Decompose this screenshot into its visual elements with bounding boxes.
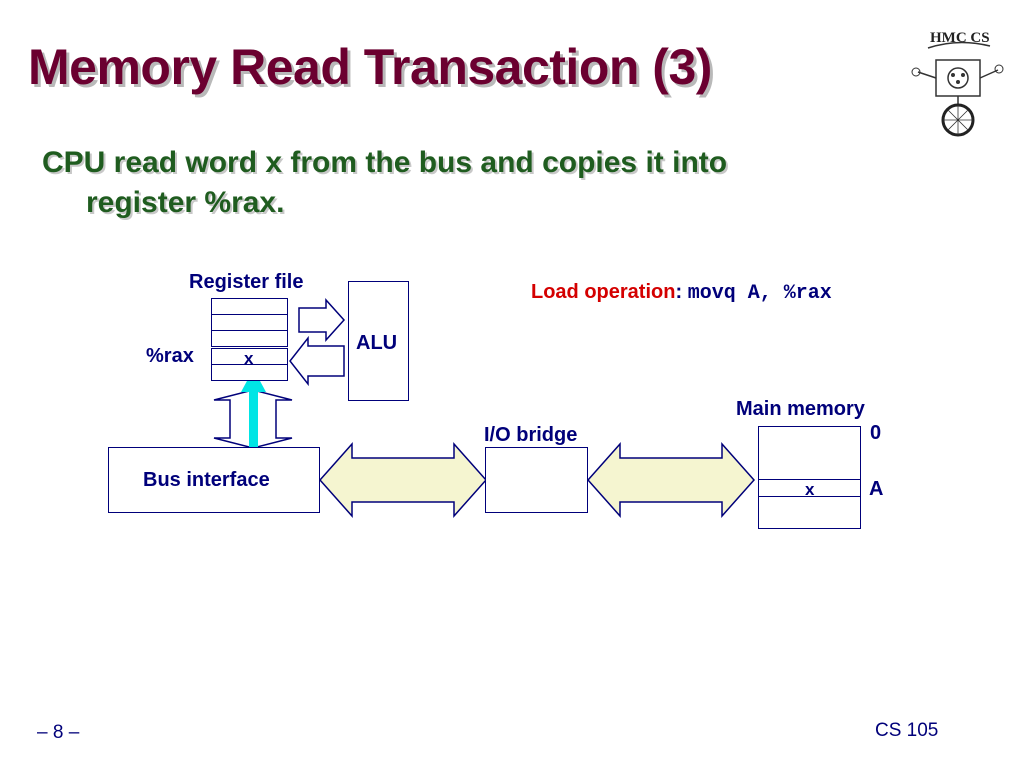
register-row	[211, 364, 288, 381]
register-file-label: Register file	[189, 271, 304, 293]
hmc-cs-logo: HMC CS	[911, 30, 1004, 137]
rax-value: x	[244, 349, 254, 368]
register-row	[211, 314, 288, 331]
load-operation-label: Load operation	[531, 281, 676, 303]
alu-to-regfile-arrow	[289, 335, 345, 387]
address-a-label: A	[869, 478, 884, 500]
course-label: CS 105	[875, 720, 939, 741]
slide-title: Memory Read Transaction (3)	[28, 39, 712, 95]
bus-to-bridge-arrow	[318, 442, 488, 518]
bullet-text: CPU read word x from the bus and copies …	[42, 143, 862, 223]
register-row	[211, 330, 288, 347]
bus-interface-box: Bus interface	[108, 447, 320, 513]
register-rax: x	[211, 348, 288, 368]
io-bridge-label: I/O bridge	[484, 424, 578, 446]
load-operation-colon: :	[675, 281, 683, 303]
memory-cell-a: x	[758, 479, 861, 499]
register-row	[211, 298, 288, 315]
bus-interface-label: Bus interface	[143, 469, 270, 491]
main-memory-label: Main memory	[736, 398, 865, 420]
memory-block-lower	[758, 496, 861, 529]
alu-box: ALU	[348, 281, 409, 401]
logo-text: HMC CS	[930, 30, 990, 46]
load-operation: Load operation: movq A, %rax	[531, 281, 832, 305]
regfile-to-alu-arrow	[298, 298, 346, 342]
address-zero-label: 0	[870, 422, 882, 444]
memory-value: x	[805, 480, 815, 499]
load-operation-code: movq A, %rax	[687, 282, 832, 305]
bullet-line-2: register %rax.	[86, 186, 285, 219]
memory-block-upper	[758, 426, 861, 480]
rax-label: %rax	[146, 345, 194, 367]
io-bridge-box	[485, 447, 588, 513]
bridge-to-memory-arrow	[586, 442, 756, 518]
bullet-line-1: CPU read word x from the bus and copies …	[42, 146, 728, 179]
page-number: – 8 –	[37, 722, 80, 743]
highlight-arrow-shaft	[249, 388, 258, 452]
alu-label: ALU	[356, 332, 398, 354]
